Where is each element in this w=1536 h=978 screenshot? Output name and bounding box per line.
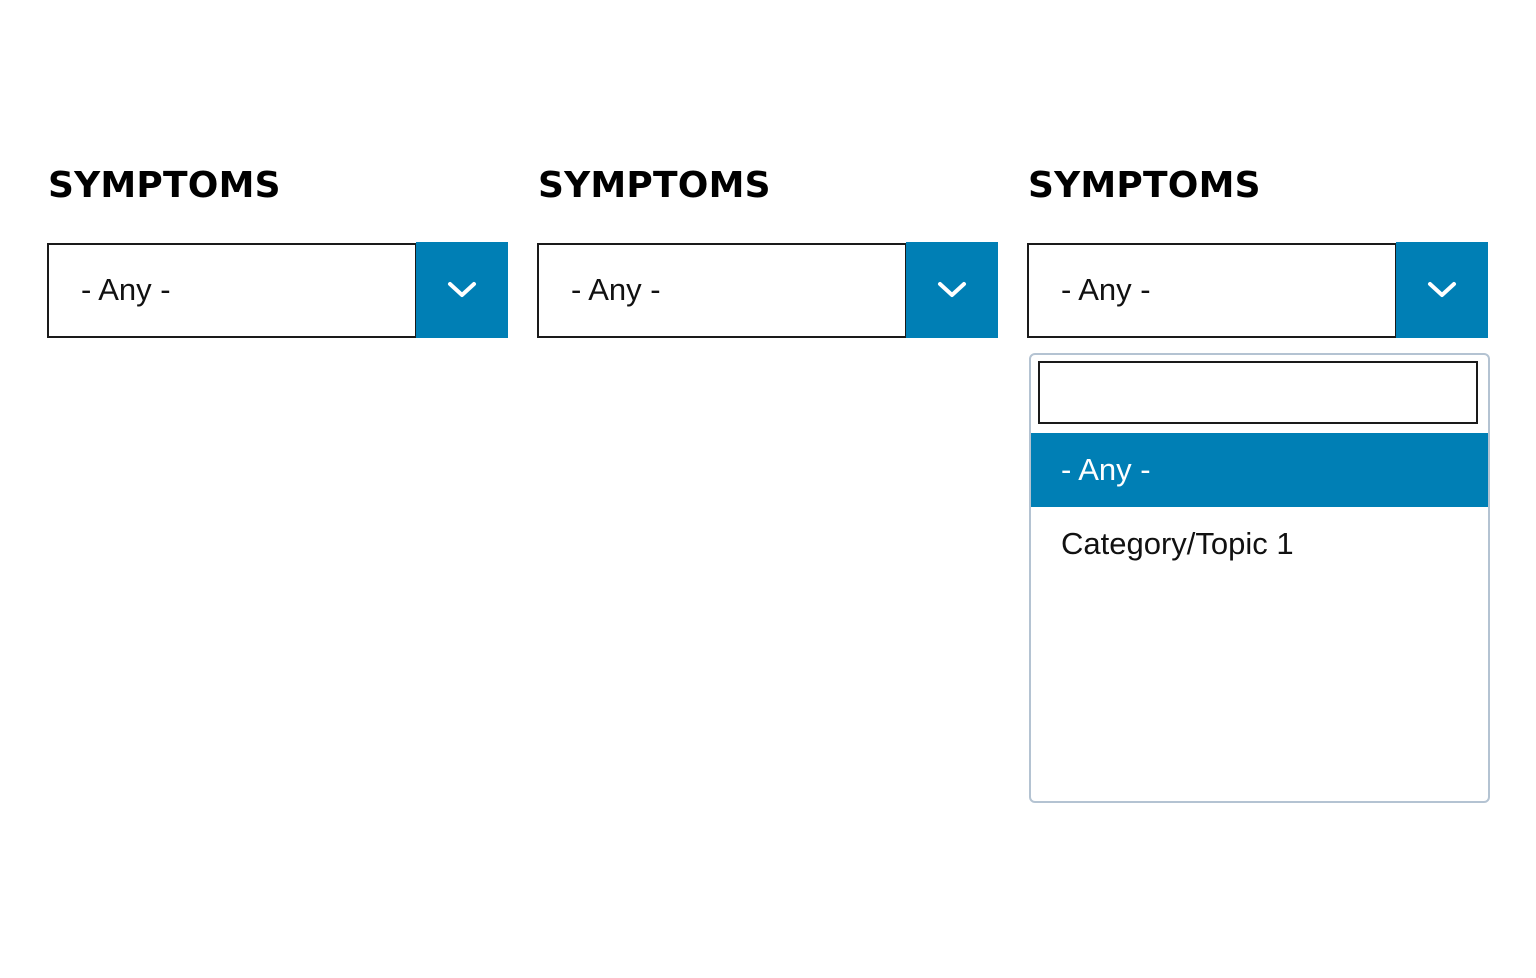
select-field[interactable]: - Any - [537, 243, 907, 338]
dropdown-panel: - Any - Category/Topic 1 [1029, 353, 1490, 803]
symptoms-select[interactable]: - Any - [537, 242, 998, 338]
chevron-down-icon [448, 282, 476, 297]
dropdown-toggle-button[interactable] [906, 242, 998, 338]
symptoms-select[interactable]: - Any - [47, 242, 508, 338]
dropdown-options-list: - Any - Category/Topic 1 [1031, 433, 1488, 581]
chevron-down-icon [1428, 282, 1456, 297]
select-field[interactable]: - Any - [1027, 243, 1397, 338]
selected-value: - Any - [81, 272, 171, 307]
dropdown-search-input[interactable] [1038, 361, 1478, 424]
filter-label: SYMPTOMS [48, 165, 281, 206]
filter-label: SYMPTOMS [1028, 165, 1261, 206]
selected-value: - Any - [571, 272, 661, 307]
selected-value: - Any - [1061, 272, 1151, 307]
chevron-down-icon [938, 282, 966, 297]
symptoms-select[interactable]: - Any - [1027, 242, 1488, 338]
dropdown-option-any[interactable]: - Any - [1031, 433, 1488, 507]
filter-label: SYMPTOMS [538, 165, 771, 206]
dropdown-toggle-button[interactable] [416, 242, 508, 338]
select-field[interactable]: - Any - [47, 243, 417, 338]
dropdown-option-category-topic-1[interactable]: Category/Topic 1 [1061, 526, 1294, 561]
dropdown-toggle-button[interactable] [1396, 242, 1488, 338]
